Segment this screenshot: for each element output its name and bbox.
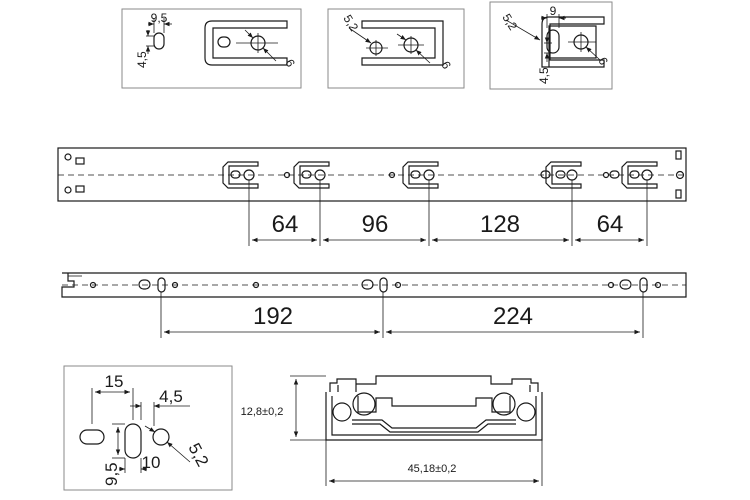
profile-height-label: 12,8±0,2 [241, 406, 284, 418]
upper-dimension-1: 64 [272, 211, 299, 238]
lower-rail: 192 224 [61, 272, 687, 338]
upper-dimension-3: 128 [480, 211, 520, 238]
detail-4-spacing-label: 4,5 [159, 387, 183, 406]
detail-box-3: 9 4,5 5,2 6 [489, 1, 613, 90]
upper-dimension-4: 64 [597, 211, 624, 238]
detail-4-slot-width-label: 10 [142, 453, 161, 472]
detail-box-4: 15 4,5 9,5 10 5,2 [63, 365, 233, 491]
detail-4-offset-label: 15 [105, 372, 124, 391]
upper-dimension-2: 96 [362, 211, 389, 238]
lower-dimension-2: 224 [493, 303, 533, 330]
detail-box-1: 9,5 4,5 6 [121, 8, 302, 89]
profile-section: 12,8±0,2 45,18±0,2 [241, 375, 543, 486]
detail-box-2: 5,2 6 [327, 8, 465, 89]
upper-rail: 64 96 128 64 [57, 147, 687, 246]
detail-3-width-label: 9 [550, 4, 557, 18]
profile-width-label: 45,18±0,2 [408, 463, 457, 475]
upper-rail-bracket-5 [609, 161, 658, 189]
lower-dimension-1: 192 [253, 303, 293, 330]
detail-4-slot-height-label: 9,5 [102, 462, 121, 486]
detail-3-height-label: 4,5 [537, 67, 551, 84]
detail-1-height-label: 4,5 [135, 51, 149, 68]
upper-rail-bracket-1 [222, 161, 259, 189]
detail-1-width-label: 9,5 [151, 11, 168, 25]
